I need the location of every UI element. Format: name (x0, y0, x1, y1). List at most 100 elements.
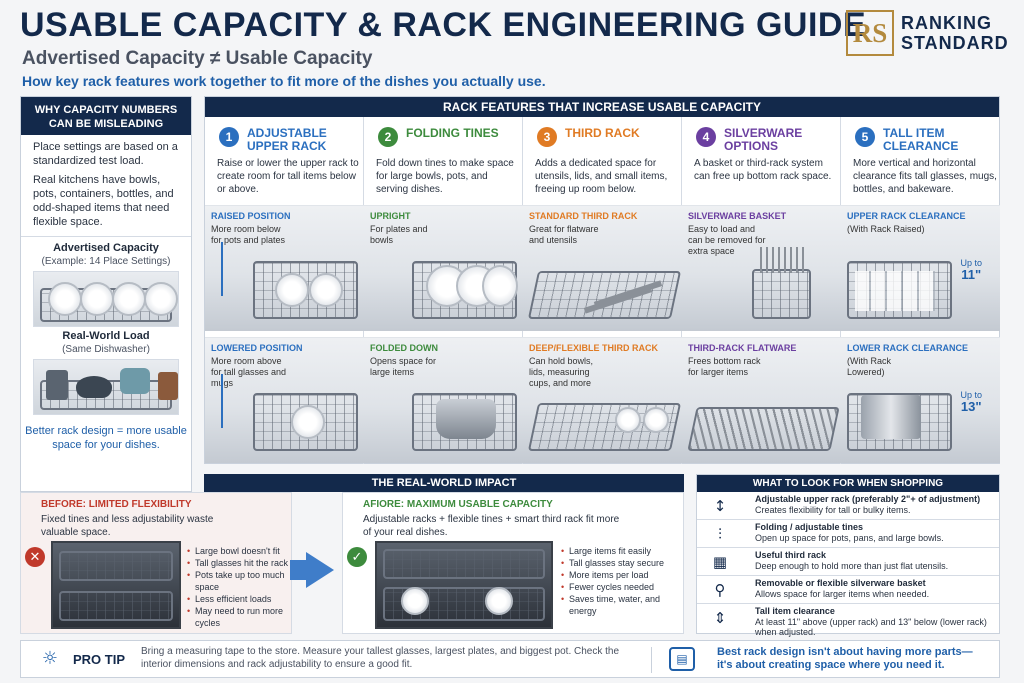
pro-tip-label: PRO TIP (73, 652, 126, 667)
check-icon: ✓ (347, 547, 367, 567)
pro-tip-text: Bring a measuring tape to the store. Mea… (141, 646, 620, 670)
before-point: Tall glasses hit the rack (187, 557, 291, 569)
image-caption: Can hold bowls, lids, measuring cups, an… (529, 356, 594, 388)
after-point: Tall glasses stay secure (561, 557, 679, 569)
shopping-item-desc: Allows space for larger items when neede… (755, 589, 930, 599)
misleading-heading: WHY CAPACITY NUMBERS CAN BE MISLEADING (21, 97, 191, 135)
misleading-text-2: Real kitchens have bowls, pots, containe… (33, 174, 174, 228)
rack-grid-icon: ▦ (712, 553, 728, 571)
shopping-item-folding-tines: ⫶ Folding / adjustable tines Open up spa… (697, 520, 999, 548)
feature-number: 3 (537, 127, 557, 147)
after-box: AFIORE: MAXIMUM USABLE CAPACITY Adjustab… (342, 492, 684, 634)
image-caption: (With Rack Raised) (847, 224, 925, 234)
up-down-arrow-icon (221, 374, 223, 428)
feature-third-rack: 3 THIRD RACK Adds a dedicated space for … (523, 117, 682, 464)
feature-description: Adds a dedicated space for utensils, lid… (535, 158, 668, 195)
shopping-item-title: Useful third rack (755, 550, 827, 560)
lightbulb-icon: ☼ (41, 648, 59, 669)
feature-number: 5 (855, 127, 875, 147)
feature-tall-item-clearance: 5 TALL ITEM CLEARANCE More vertical and … (841, 117, 1000, 464)
logo-line2: STANDARD (901, 33, 1009, 53)
feature-silverware-options: 4 SILVERWARE OPTIONS A basket or third-r… (682, 117, 841, 464)
after-point: Fewer cycles needed (561, 581, 679, 593)
dishwasher-icon: ▤ (669, 647, 695, 671)
image-label: FOLDED DOWN (370, 343, 438, 353)
rack-features-panel: RACK FEATURES THAT INCREASE USABLE CAPAC… (204, 96, 1000, 464)
page-tagline: How key rack features work together to f… (22, 73, 546, 89)
before-title: BEFORE: LIMITED FLEXIBILITY (41, 499, 192, 510)
shopping-item-silverware-basket: ⚲ Removable or flexible silverware baske… (697, 576, 999, 604)
after-dishwasher-image (375, 541, 553, 629)
tines-icon: ⫶ (718, 525, 722, 543)
standard-third-rack-image: STANDARD THIRD RACK Great for flatware a… (523, 205, 682, 331)
real-world-title: Real-World Load (62, 330, 150, 342)
x-icon: ✕ (25, 547, 45, 567)
after-description: Adjustable racks + flexible tines + smar… (363, 514, 620, 538)
feature-title: THIRD RACK (565, 126, 640, 140)
shopping-item-tall-clearance: ⇕ Tall item clearance At least 11" above… (697, 604, 999, 637)
upright-tines-image: UPRIGHT For plates and bowls (364, 205, 523, 331)
shopping-item-desc: At least 11" above (upper rack) and 13" … (755, 617, 987, 637)
logo-wordmark: RANKING STANDARD (901, 13, 1009, 53)
shopping-item-title: Adjustable upper rack (preferably 2"+ of… (755, 494, 981, 504)
before-point: Pots take up too much space (187, 569, 291, 593)
divider (21, 236, 191, 237)
image-label: SILVERWARE BASKET (688, 211, 787, 221)
image-caption: More room above for tall glasses and mug… (211, 356, 287, 388)
feature-folding-tines: 2 FOLDING TINES Fold down tines to make … (364, 117, 523, 464)
shopping-item-desc: Creates flexibility for tall or bulky it… (755, 505, 911, 515)
arrow-right-icon (306, 552, 334, 588)
before-description: Fixed tines and less adjustability waste… (41, 514, 214, 538)
shopping-item-third-rack: ▦ Useful third rack Deep enough to hold … (697, 548, 999, 576)
shopping-item-desc: Open up space for pots, pans, and large … (755, 533, 944, 543)
closing-quote: Best rack design isn't about having more… (717, 646, 973, 671)
image-label: LOWER RACK CLEARANCE (847, 343, 968, 353)
advertised-title: Advertised Capacity (53, 242, 159, 254)
up-down-arrow-icon (221, 242, 223, 296)
image-caption: Opens space for large items (370, 356, 437, 377)
feature-title: TALL ITEM CLEARANCE (883, 126, 959, 153)
deep-third-rack-image: DEEP/FLEXIBLE THIRD RACK Can hold bowls,… (523, 337, 682, 463)
shopping-heading: WHAT TO LOOK FOR WHEN SHOPPING (697, 475, 999, 492)
image-caption: More room below for pots and plates (211, 224, 286, 245)
upper-rack-clearance-image: UPPER RACK CLEARANCE (With Rack Raised) … (841, 205, 1000, 331)
logo-mark: RS (846, 10, 894, 56)
before-point: Large bowl doesn't fit (187, 545, 291, 557)
real-world-subtitle: (Same Dishwasher) (62, 344, 150, 355)
shopping-item-title: Folding / adjustable tines (755, 522, 864, 532)
real-world-impact: THE REAL-WORLD IMPACT BEFORE: LIMITED FL… (20, 474, 684, 634)
vertical-clearance-icon: ⇕ (713, 609, 727, 627)
image-caption: Easy to load and can be removed for extr… (688, 224, 766, 256)
feature-title: SILVERWARE OPTIONS (724, 126, 803, 153)
lower-clearance-inches: 13" (960, 399, 982, 414)
folded-tines-image: FOLDED DOWN Opens space for large items (364, 337, 523, 463)
image-label: UPRIGHT (370, 211, 411, 221)
image-label: LOWERED POSITION (211, 343, 303, 353)
feature-number: 1 (219, 127, 239, 147)
shopping-item-desc: Deep enough to hold more than just flat … (755, 561, 949, 571)
lower-clearance-value: Up to 13" (960, 390, 982, 414)
feature-title: ADJUSTABLE UPPER RACK (247, 126, 327, 153)
feature-description: A basket or third-rack system can free u… (694, 158, 832, 182)
rack-features-heading: RACK FEATURES THAT INCREASE USABLE CAPAC… (205, 97, 999, 117)
image-label: THIRD-RACK FLATWARE (688, 343, 797, 353)
adjust-arrows-icon: ↕ (713, 497, 727, 515)
feature-number: 4 (696, 127, 716, 147)
after-point: Large items fit easily (561, 545, 679, 557)
advertised-subtitle: (Example: 14 Place Settings) (41, 256, 171, 267)
feature-description: Fold down tines to make space for large … (376, 158, 514, 195)
logo-line1: RANKING (901, 13, 992, 33)
pro-tip-bar: ☼ PRO TIP Bring a measuring tape to the … (20, 640, 1000, 678)
real-world-load-image (33, 359, 179, 415)
before-dishwasher-image (51, 541, 181, 629)
upper-clearance-value: Up to 11" (960, 258, 982, 281)
silverware-basket-icon: ⚲ (714, 581, 726, 599)
shopping-item-adjustable-rack: ↕ Adjustable upper rack (preferably 2"+ … (697, 492, 999, 520)
third-rack-flatware-image: THIRD-RACK FLATWARE Frees bottom rack fo… (682, 337, 841, 463)
brand-logo: RS RANKING STANDARD (846, 10, 1009, 56)
image-caption: Frees bottom rack for larger items (688, 356, 761, 377)
feature-description: Raise or lower the upper rack to create … (217, 158, 359, 195)
before-points: Large bowl doesn't fit Tall glasses hit … (187, 545, 291, 629)
image-caption: (With Rack Lowered) (847, 356, 892, 377)
silverware-basket-image: SILVERWARE BASKET Easy to load and can b… (682, 205, 841, 331)
